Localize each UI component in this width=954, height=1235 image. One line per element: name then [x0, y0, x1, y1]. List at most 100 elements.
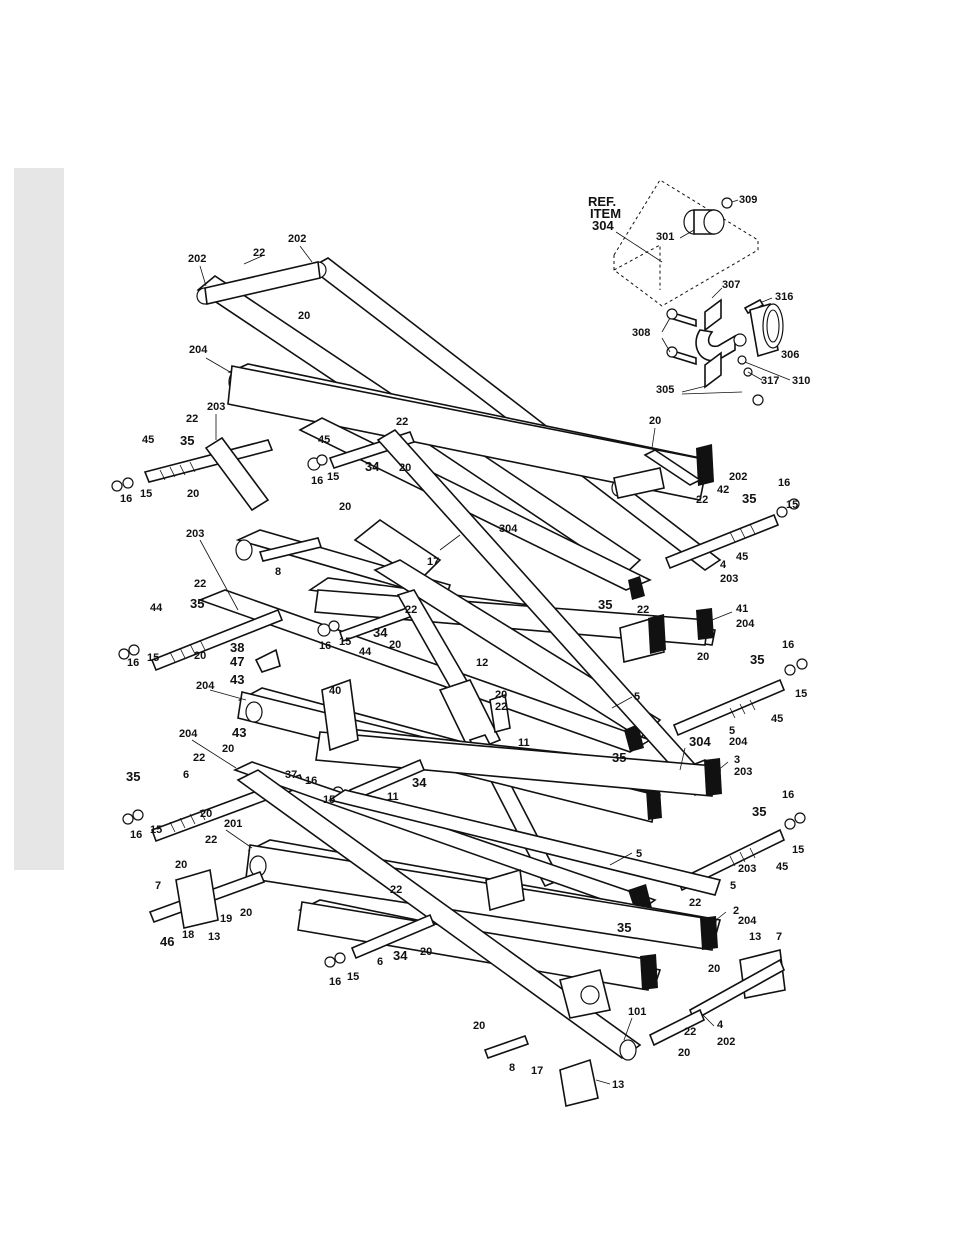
callout-5: 5: [730, 880, 736, 892]
callout-203: 203: [186, 528, 204, 540]
callout-202: 202: [288, 233, 306, 245]
callout-204: 204: [738, 915, 757, 927]
callout-202: 202: [717, 1036, 735, 1048]
callout-16: 16: [329, 976, 341, 988]
callout-45: 45: [771, 713, 783, 725]
callout-6: 6: [183, 769, 189, 781]
ref-item-note: REF. ITEM 304: [588, 194, 621, 233]
callout-46: 46: [160, 934, 174, 949]
callout-15: 15: [323, 794, 335, 806]
callout-8: 8: [509, 1062, 515, 1074]
callout-15: 15: [795, 688, 807, 700]
ref-note-line2: ITEM: [590, 206, 621, 221]
callout-6: 6: [377, 956, 383, 968]
callout-13: 13: [749, 931, 761, 943]
callout-40: 40: [329, 685, 341, 697]
callout-22: 22: [637, 604, 649, 616]
callout-15: 15: [786, 499, 798, 511]
callout-13: 13: [208, 931, 220, 943]
right-shafts-upper: [643, 449, 800, 570]
callout-17: 17: [427, 556, 439, 568]
callout-35: 35: [617, 920, 631, 935]
callout-16: 16: [311, 475, 323, 487]
callout-44: 44: [150, 602, 163, 614]
callout-204: 204: [189, 344, 208, 356]
callout-35: 35: [612, 750, 626, 765]
callout-35: 35: [598, 597, 612, 612]
leader-lines: [191, 245, 733, 1085]
callout-35: 35: [126, 769, 140, 784]
callout-16: 16: [120, 493, 132, 505]
callout-16: 16: [130, 829, 142, 841]
callout-34: 34: [373, 625, 388, 640]
callout-301: 301: [656, 231, 674, 243]
callout-17: 17: [531, 1065, 543, 1077]
callout-7: 7: [776, 931, 782, 943]
callout-16: 16: [782, 639, 794, 651]
callout-16: 16: [782, 789, 794, 801]
callout-204: 204: [179, 728, 198, 740]
callout-20: 20: [399, 462, 411, 474]
callout-20: 20: [298, 310, 310, 322]
callout-304: 304: [499, 523, 518, 535]
ref-note-line1: REF.: [588, 194, 616, 209]
callout-43: 43: [232, 725, 246, 740]
inset-bracket-detail: [613, 179, 791, 406]
callout-43: 43: [230, 672, 244, 687]
callout-20: 20: [187, 488, 199, 500]
callout-20: 20: [495, 689, 507, 701]
callout-4: 4: [720, 559, 727, 571]
callout-20: 20: [339, 501, 351, 513]
callout-34: 34: [393, 948, 408, 963]
callout-20: 20: [389, 639, 401, 651]
callout-16: 16: [305, 775, 317, 787]
callout-203: 203: [207, 401, 225, 413]
callout-20: 20: [473, 1020, 485, 1032]
callout-47: 47: [230, 654, 244, 669]
callout-37: 37: [285, 769, 297, 781]
callout-18: 18: [182, 929, 194, 941]
callout-20: 20: [697, 651, 709, 663]
callout-5: 5: [634, 691, 640, 703]
callout-35: 35: [190, 596, 204, 611]
callout-20: 20: [240, 907, 252, 919]
callout-15: 15: [792, 844, 804, 856]
callout-11: 11: [518, 737, 530, 749]
callout-307: 307: [722, 279, 740, 291]
callout-22: 22: [689, 897, 701, 909]
callout-15: 15: [147, 652, 159, 664]
callout-305: 305: [656, 384, 674, 396]
callout-22: 22: [405, 604, 417, 616]
callout-204: 204: [729, 736, 748, 748]
callout-203: 203: [720, 573, 738, 585]
callout-19: 19: [220, 913, 232, 925]
callout-20: 20: [649, 415, 661, 427]
callout-204: 204: [196, 680, 215, 692]
callout-41: 41: [736, 603, 748, 615]
lower-middle-arms: [122, 678, 806, 914]
callout-45: 45: [318, 434, 330, 446]
callout-202: 202: [729, 471, 747, 483]
callout-101: 101: [628, 1006, 646, 1018]
callout-34: 34: [365, 459, 380, 474]
callout-35: 35: [752, 804, 766, 819]
callout-22: 22: [684, 1026, 696, 1038]
callout-304: 304: [689, 734, 711, 749]
callout-22: 22: [396, 416, 408, 428]
callout-308: 308: [632, 327, 650, 339]
callout-316: 316: [775, 291, 793, 303]
callout-13: 13: [612, 1079, 624, 1091]
callout-15: 15: [140, 488, 152, 500]
callout-45: 45: [736, 551, 748, 563]
callout-201: 201: [224, 818, 242, 830]
callout-15: 15: [327, 471, 339, 483]
callout-42: 42: [717, 484, 729, 496]
callout-204: 204: [736, 618, 755, 630]
callout-22: 22: [495, 701, 507, 713]
callout-34: 34: [412, 775, 427, 790]
callout-20: 20: [420, 946, 432, 958]
callout-20: 20: [200, 808, 212, 820]
callout-45: 45: [776, 861, 788, 873]
